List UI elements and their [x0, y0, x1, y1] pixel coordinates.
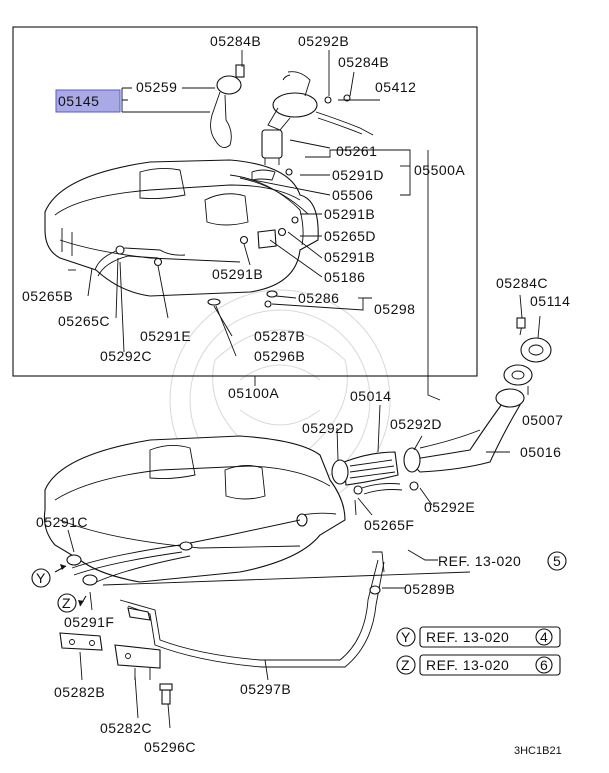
marker-y: Y	[31, 568, 51, 588]
marker-z: Z	[57, 593, 77, 613]
label-05261: 05261	[336, 143, 377, 159]
leader-lines	[67, 50, 541, 729]
reference-y-text: REF. 13-020	[426, 629, 509, 645]
label-05284B-mid: 05284B	[338, 54, 389, 70]
label-05291B-a: 05291B	[324, 206, 375, 222]
label-05291B-c: 05291B	[212, 266, 263, 282]
reference-y-marker: Y	[401, 629, 411, 645]
label-05145[interactable]: 05145	[58, 93, 99, 109]
label-05297B: 05297B	[240, 681, 291, 697]
reference-z[interactable]: Z REF. 13-020 6	[396, 654, 561, 676]
label-05291F: 05291F	[64, 614, 114, 630]
label-05016: 05016	[520, 444, 561, 460]
label-05282B: 05282B	[54, 684, 105, 700]
label-05292B-top: 05292B	[298, 33, 349, 49]
label-05265B: 05265B	[22, 288, 73, 304]
label-05186: 05186	[324, 269, 365, 285]
lower-fuel-tank	[43, 435, 346, 583]
label-05265D: 05265D	[324, 228, 376, 244]
label-05292D-b: 05292D	[390, 416, 442, 432]
label-05282C: 05282C	[100, 720, 152, 736]
label-05100A: 05100A	[228, 385, 279, 401]
reference-z-text: REF. 13-020	[426, 657, 509, 673]
label-05292C: 05292C	[100, 348, 152, 364]
fuel-pump-assembly	[210, 64, 374, 181]
label-05291E: 05291E	[140, 328, 191, 344]
label-05289B: 05289B	[404, 581, 455, 597]
label-05265F: 05265F	[364, 517, 414, 533]
direction-arrows	[54, 564, 87, 607]
label-05506: 05506	[332, 187, 373, 203]
label-05298: 05298	[374, 301, 415, 317]
lower-pipes-and-straps	[59, 519, 471, 705]
reference-y-num: 4	[540, 629, 548, 645]
label-05287B: 05287B	[254, 328, 305, 344]
label-05284B-top: 05284B	[210, 33, 261, 49]
upper-fuel-tank	[44, 159, 319, 297]
highlight-05145	[55, 89, 121, 113]
label-05292D-a: 05292D	[302, 420, 354, 436]
label-05114: 05114	[530, 293, 570, 309]
label-05291B-b: 05291B	[324, 249, 375, 265]
label-05286: 05286	[298, 290, 339, 306]
label-05296B: 05296B	[254, 348, 305, 364]
svg-text:Z: Z	[62, 595, 71, 611]
label-05292E: 05292E	[424, 499, 475, 515]
label-05291D: 05291D	[332, 167, 384, 183]
reference-main-text: REF. 13-020	[438, 553, 521, 569]
reference-y[interactable]: Y REF. 13-020 4	[396, 626, 561, 648]
reference-z-marker: Z	[401, 657, 410, 673]
diagram-code: 3HC1B21	[514, 745, 562, 757]
label-05007: 05007	[522, 412, 563, 428]
label-05284C: 05284C	[496, 275, 548, 291]
label-05291C: 05291C	[36, 514, 88, 530]
label-05296C: 05296C	[144, 739, 196, 755]
inset-frame	[12, 26, 478, 377]
reference-z-num: 6	[540, 657, 548, 673]
svg-text:Y: Y	[36, 570, 46, 586]
label-05014: 05014	[350, 388, 391, 404]
reference-main[interactable]: REF. 13-020 5	[438, 551, 567, 571]
label-05265C: 05265C	[58, 313, 110, 329]
label-05412: 05412	[375, 79, 416, 95]
label-05500A: 05500A	[414, 162, 465, 178]
upper-hoses	[94, 216, 299, 308]
label-05259: 05259	[136, 79, 177, 95]
reference-main-num: 5	[553, 553, 561, 569]
filler-neck-assembly	[296, 317, 552, 527]
